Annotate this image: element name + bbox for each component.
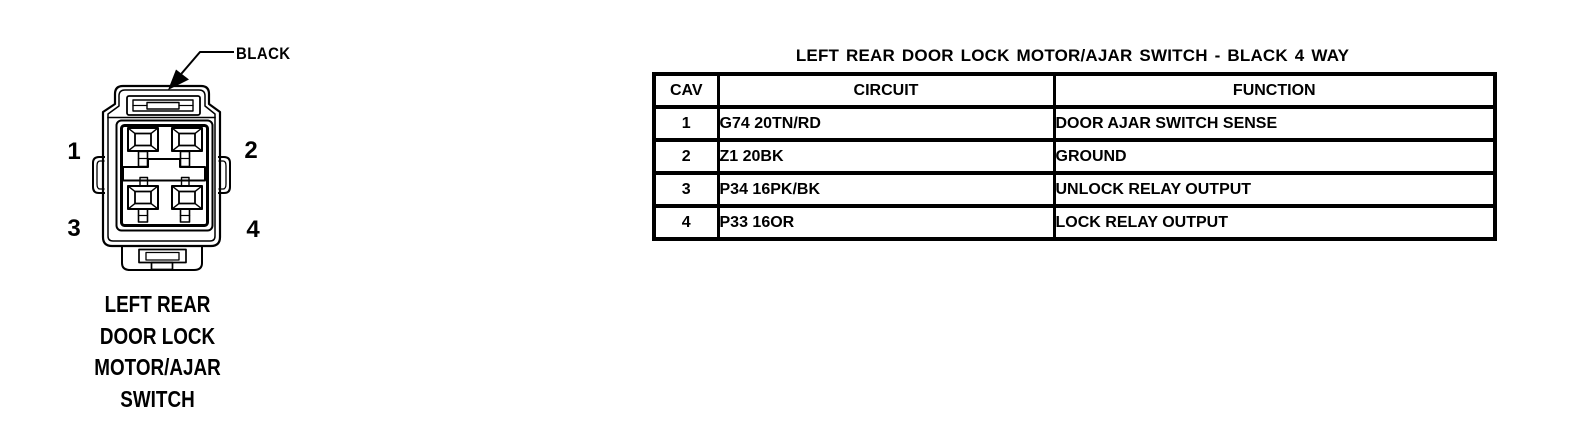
pin-label-2: 2 — [244, 137, 258, 164]
connector-drawing — [92, 51, 234, 271]
connector-body — [101, 84, 222, 248]
cell-cav: 4 — [652, 204, 720, 241]
cell-function: DOOR AJAR SWITCH SENSE — [1052, 105, 1497, 142]
mounting-wing-left — [92, 156, 105, 194]
caption-line-3: MOTOR/AJAR — [94, 354, 221, 380]
callout-line — [180, 51, 234, 75]
connector-figure: BLACK 1 2 3 4 LEFT REAR DOOR LOCK MOTOR/… — [0, 0, 330, 428]
connector-caption: LEFT REAR DOOR LOCK MOTOR/AJAR SWITCH — [86, 289, 230, 415]
arrowhead-icon — [168, 69, 189, 90]
header-row: CAV CIRCUIT FUNCTION — [652, 72, 1497, 109]
cavity-frame — [115, 119, 214, 232]
bottom-index-tab — [121, 245, 203, 271]
table-row: 3 P34 16PK/BK UNLOCK RELAY OUTPUT — [652, 171, 1497, 208]
terminal-cavity-1 — [127, 127, 159, 152]
cell-cav: 2 — [652, 138, 720, 175]
cell-cav: 1 — [652, 105, 720, 142]
cell-function: UNLOCK RELAY OUTPUT — [1052, 171, 1497, 208]
pin-label-1: 1 — [67, 138, 81, 165]
mounting-wing-right — [218, 156, 231, 194]
cell-circuit: P33 16OR — [716, 204, 1056, 241]
table-row: 2 Z1 20BK GROUND — [652, 138, 1497, 175]
callout-arrow — [168, 51, 234, 90]
caption-line-4: SWITCH — [120, 385, 195, 412]
table-title: LEFT REAR DOOR LOCK MOTOR/AJAR SWITCH - … — [795, 46, 1350, 65]
connector-color-label: BLACK — [236, 44, 291, 63]
terminal-cavity-2 — [171, 127, 203, 152]
table-row: 1 G74 20TN/RD DOOR AJAR SWITCH SENSE — [652, 105, 1497, 142]
header-cav: CAV — [652, 72, 720, 109]
caption-line-1: LEFT REAR — [104, 291, 211, 317]
connector-lock-tab — [126, 95, 201, 116]
terminal-cavity-3 — [127, 185, 159, 210]
cell-function: GROUND — [1052, 138, 1497, 175]
pin-label-4: 4 — [246, 216, 260, 243]
caption-line-2: DOOR LOCK — [99, 322, 216, 349]
cell-circuit: G74 20TN/RD — [716, 105, 1056, 142]
cell-circuit: P34 16PK/BK — [716, 171, 1056, 208]
keying-features — [122, 150, 206, 223]
pin-label-3: 3 — [67, 215, 81, 242]
header-function: FUNCTION — [1052, 72, 1497, 109]
cell-function: LOCK RELAY OUTPUT — [1052, 204, 1497, 241]
pinout-table: CAV CIRCUIT FUNCTION 1 G74 20TN/RD DOOR … — [652, 72, 1497, 241]
header-circuit: CIRCUIT — [716, 72, 1056, 109]
terminal-cavity-4 — [171, 185, 203, 210]
cell-cav: 3 — [652, 171, 720, 208]
cell-circuit: Z1 20BK — [716, 138, 1056, 175]
table-row: 4 P33 16OR LOCK RELAY OUTPUT — [652, 204, 1497, 241]
